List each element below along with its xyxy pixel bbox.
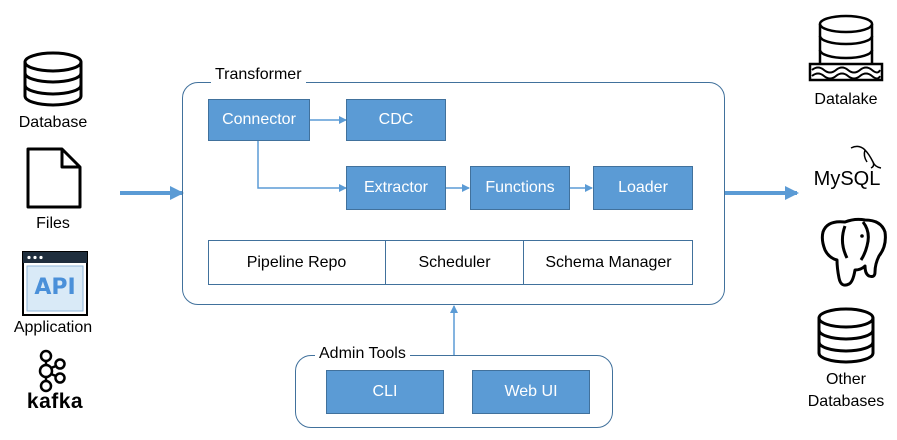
transformer-title: Transformer <box>211 66 306 84</box>
other-databases-label-line1: Other <box>825 371 866 388</box>
postgresql-icon <box>820 217 887 287</box>
loader-box[interactable]: Loader <box>593 166 693 210</box>
connector-box[interactable]: Connector <box>208 99 310 141</box>
mysql-dolphin-icon <box>850 145 882 169</box>
pipeline-repo-cell[interactable]: Pipeline Repo <box>208 240 386 285</box>
connector-to-extractor-arrow <box>257 141 347 192</box>
other-databases-label-line2: Databases <box>807 393 885 410</box>
datalake-label: Datalake <box>814 91 878 108</box>
files-label: Files <box>36 215 70 232</box>
transformer-group <box>182 82 725 305</box>
database-icon <box>23 51 83 107</box>
components-row <box>208 240 693 285</box>
file-icon <box>26 147 82 209</box>
cli-box[interactable]: CLI <box>326 370 444 414</box>
application-label: Application <box>13 319 93 336</box>
web-ui-box[interactable]: Web UI <box>472 370 590 414</box>
admin-tools-group <box>295 355 613 428</box>
functions-box[interactable]: Functions <box>470 166 570 210</box>
database-label: Database <box>18 114 88 131</box>
scheduler-cell[interactable]: Scheduler <box>386 240 524 285</box>
api-icon-text: API <box>34 275 76 300</box>
mysql-label: MySQL <box>813 168 881 190</box>
cdc-box[interactable]: CDC <box>346 99 446 141</box>
other-databases-icon <box>817 307 875 364</box>
kafka-label: kafka <box>26 390 84 413</box>
kafka-icon <box>38 349 66 393</box>
datalake-icon <box>808 14 884 82</box>
extractor-box[interactable]: Extractor <box>346 166 446 210</box>
admin-tools-title: Admin Tools <box>315 345 410 363</box>
api-icon <box>22 251 88 316</box>
schema-manager-cell[interactable]: Schema Manager <box>545 253 672 271</box>
